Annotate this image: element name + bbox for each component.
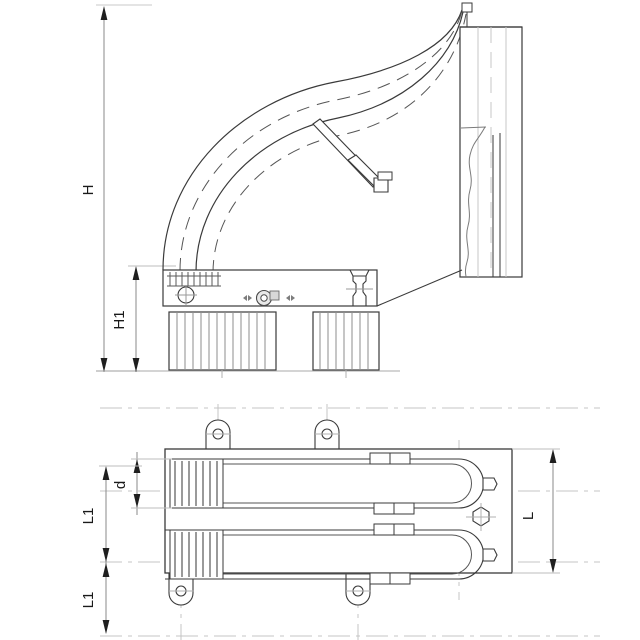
- arrow-up-icon: [100, 6, 108, 20]
- arrow-down-icon: [102, 548, 110, 562]
- arrow-up-icon: [549, 449, 557, 463]
- arrow-down-icon: [100, 358, 108, 372]
- dimension-d: d: [112, 452, 172, 515]
- threaded-section: [169, 458, 224, 509]
- dimension-label-H1: H1: [111, 310, 128, 329]
- hex-nut: [466, 503, 496, 531]
- elevation-view: H H1: [80, 2, 523, 378]
- dimension-L1-lower: L1: [80, 562, 110, 634]
- dimension-label-H: H: [80, 185, 97, 196]
- threaded-block-left: [168, 311, 277, 378]
- arrow-up-icon: [102, 466, 110, 480]
- arrow-down-icon: [102, 620, 110, 634]
- dimension-label-L: L: [520, 512, 537, 520]
- dimension-L1-upper: L1: [80, 465, 142, 562]
- dimension-label-L1-lower: L1: [80, 592, 97, 609]
- curved-cable-bend: [162, 9, 467, 274]
- top-bolt: [461, 2, 473, 27]
- round-fitting: [175, 285, 197, 305]
- coupling: [373, 523, 415, 536]
- coupling: [369, 572, 411, 585]
- mounting-tab: [345, 572, 371, 606]
- arrow-down-icon: [132, 358, 140, 372]
- base-plate: [162, 269, 463, 307]
- end-fitting: [482, 477, 498, 491]
- center-fitting: [243, 289, 295, 307]
- arrow-up-icon: [132, 266, 140, 280]
- coupling: [369, 452, 411, 465]
- arrow-up-icon: [102, 563, 110, 577]
- right-bolt: [346, 269, 373, 306]
- diagonal-brace: [312, 118, 393, 193]
- threaded-teeth: [167, 272, 221, 287]
- dimension-H1: H1: [111, 265, 176, 372]
- dimension-label-L1-upper: L1: [80, 508, 97, 525]
- arrow-up-icon: [133, 494, 141, 508]
- coupling: [373, 502, 415, 515]
- dimension-H: H: [80, 4, 160, 372]
- mounting-tab: [168, 572, 194, 606]
- arrow-down-icon: [549, 559, 557, 573]
- dimension-L: L: [512, 448, 560, 574]
- threaded-block-right: [312, 311, 380, 378]
- dimension-label-d: d: [112, 481, 129, 489]
- mounting-tab: [205, 419, 231, 450]
- vertical-riser-section: [459, 2, 523, 278]
- end-fitting: [482, 548, 498, 562]
- mounting-tab: [314, 419, 340, 450]
- plan-view: d L1 L1 L: [80, 404, 600, 640]
- threaded-section: [169, 529, 224, 580]
